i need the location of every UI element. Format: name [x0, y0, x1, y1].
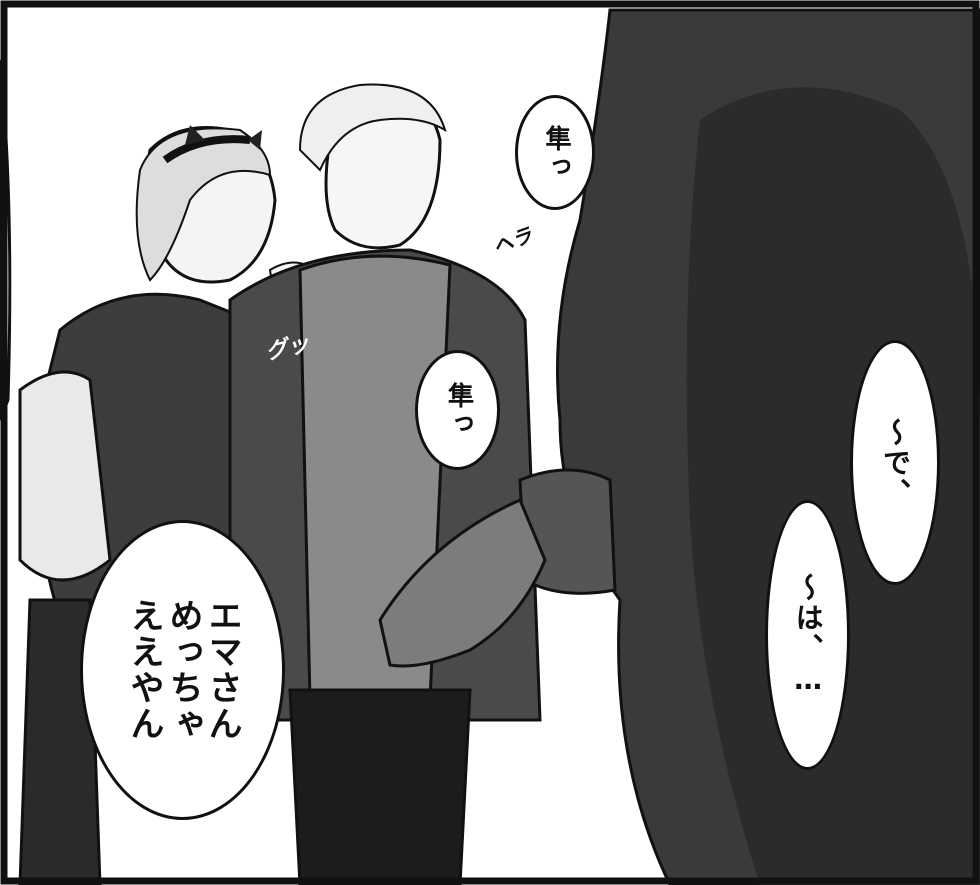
speech-bubble-right-lower: 〜は、… [765, 500, 850, 770]
speech-bubble-left: エマさん めっちゃ ええやん [80, 520, 285, 820]
woman-figure [18, 125, 317, 885]
foreground-figure [378, 8, 980, 885]
speech-text-middle: 隼っ [443, 382, 474, 438]
speech-bubble-middle: 隼っ [415, 350, 500, 470]
speech-text-right-lower: 〜は、… [791, 572, 825, 698]
speech-bubble-right-upper: 〜で、 [850, 340, 940, 585]
speech-text-left: エマさん めっちゃ ええやん [123, 598, 243, 742]
speech-bubble-top: 隼っ [515, 95, 595, 210]
speech-text-right-upper: 〜で、 [879, 417, 913, 508]
speech-text-top: 隼っ [540, 124, 571, 181]
